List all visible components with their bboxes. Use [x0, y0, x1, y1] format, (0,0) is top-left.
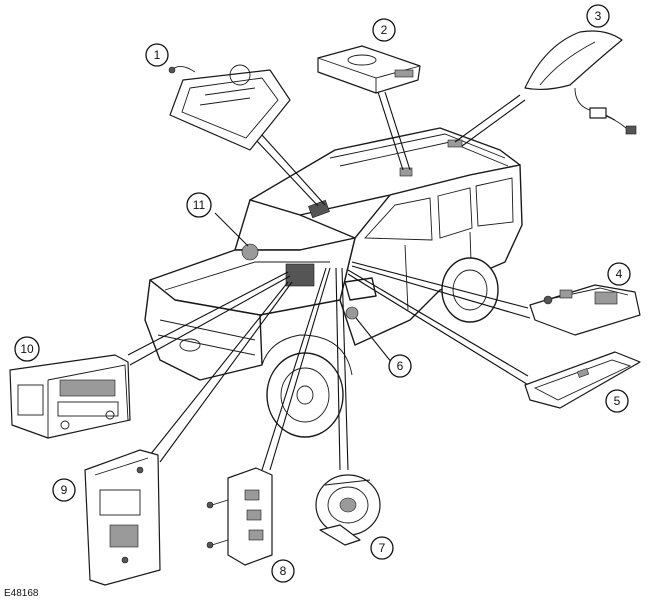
component-8-switch-pack: [206, 467, 273, 566]
callout-label-7: 7: [379, 541, 386, 555]
component-1-overhead-console: [168, 64, 291, 151]
callout-label-11: 11: [193, 198, 206, 212]
callout-7: 7: [370, 536, 394, 560]
callout-label-4: 4: [616, 267, 623, 281]
callout-9: 9: [52, 478, 76, 502]
component-5-lens-cover: [524, 351, 641, 409]
callout-8: 8: [271, 559, 295, 583]
component-3-roof-antenna: [524, 30, 637, 135]
roof-module-marker: [399, 167, 413, 177]
callout-label-8: 8: [280, 564, 287, 578]
callout-4: 4: [607, 262, 631, 286]
callout-10: 10: [14, 336, 40, 362]
callout-label-3: 3: [595, 9, 602, 23]
component-10-audio-unit: [9, 354, 131, 439]
figure-id: E48168: [4, 588, 39, 599]
speaker-marker: [241, 243, 259, 261]
component-7-clockspring: [315, 474, 381, 546]
callout-2: 2: [372, 18, 396, 42]
antenna-marker: [447, 139, 463, 148]
callout-label-2: 2: [381, 23, 388, 37]
callout-5: 5: [605, 389, 629, 413]
component-2-roof-module: [317, 45, 421, 94]
callout-3: 3: [586, 4, 610, 28]
leader-lines: [127, 91, 531, 471]
callout-label-9: 9: [61, 483, 68, 497]
callout-6: 6: [388, 354, 412, 378]
component-9-control-module: [84, 449, 161, 586]
callout-label-5: 5: [614, 394, 621, 408]
steering-marker: [345, 306, 359, 320]
vehicle-illustration: [144, 127, 523, 438]
callout-label-1: 1: [154, 48, 161, 62]
dash-module-marker: [285, 263, 315, 287]
callout-11: 11: [186, 192, 212, 218]
component-4-lamp-housing: [529, 284, 641, 336]
callout-label-6: 6: [397, 359, 404, 373]
callout-label-10: 10: [20, 342, 34, 356]
callout-1: 1: [145, 43, 169, 67]
